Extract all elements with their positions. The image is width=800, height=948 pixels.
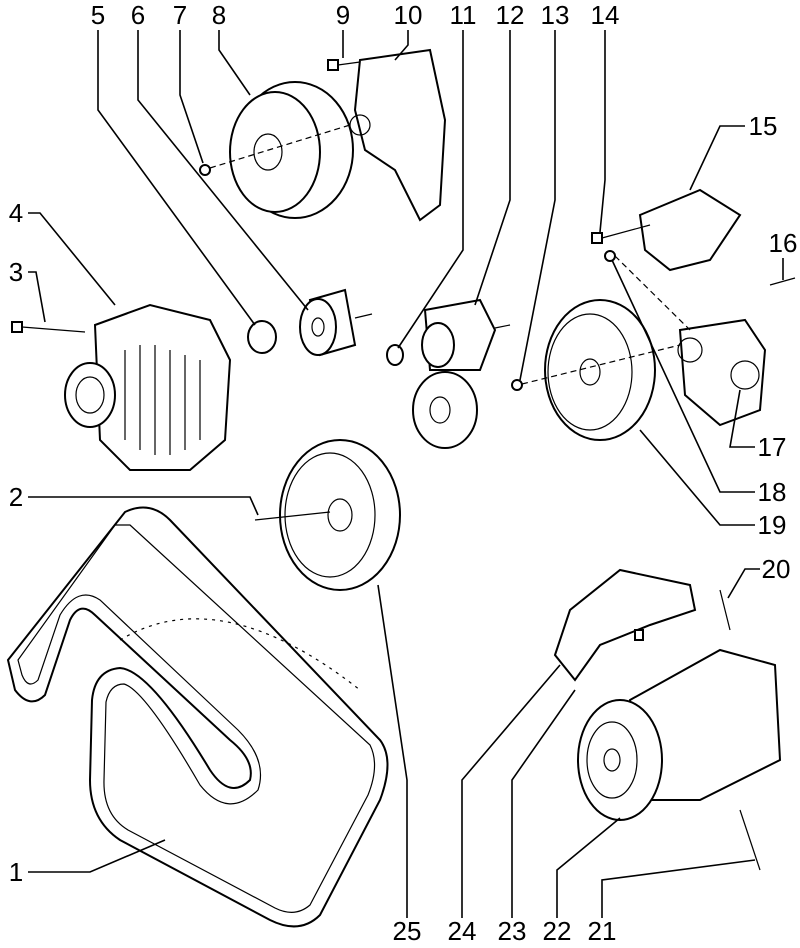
callout-9: 9 [336, 0, 350, 30]
seal-ring [247, 320, 277, 354]
callout-8: 8 [212, 0, 226, 30]
callout-5: 5 [91, 0, 105, 30]
callout-14: 14 [591, 0, 620, 30]
callout-12: 12 [496, 0, 525, 30]
steering-pump-bracket [591, 188, 742, 272]
bolt-3 [11, 321, 86, 333]
callout-23: 23 [498, 916, 527, 946]
callout-21: 21 [588, 916, 617, 946]
sleeve-23 [634, 629, 644, 641]
callout-19: 19 [758, 510, 787, 540]
callout-2: 2 [9, 482, 23, 512]
compressor-bracket [553, 568, 731, 682]
cap-11 [386, 344, 404, 366]
bolt-9 [327, 59, 339, 71]
bolt-14 [591, 232, 603, 244]
callout-22: 22 [543, 916, 572, 946]
bolt-20 [719, 589, 731, 631]
callout-17: 17 [758, 432, 787, 462]
callout-20: 20 [762, 554, 791, 584]
bolt-13 [511, 379, 523, 391]
belt-tensioner [386, 298, 511, 449]
bolt-7 [199, 164, 211, 176]
callout-7: 7 [173, 0, 187, 30]
bolt-18 [604, 250, 616, 262]
crankshaft-vibration-damper [254, 439, 401, 591]
callout-16: 16 [769, 228, 798, 258]
callout-13: 13 [541, 0, 570, 30]
bolt-16 [769, 277, 796, 286]
power-steering-pump [604, 250, 796, 427]
callout-25: 25 [393, 916, 422, 946]
callout-15: 15 [749, 111, 778, 141]
callout-labels: 5 6 7 8 9 10 11 12 13 14 15 16 3 4 2 17 … [9, 0, 798, 946]
callout-3: 3 [9, 257, 23, 287]
callout-24: 24 [448, 916, 477, 946]
coolant-pump-pulley [199, 81, 354, 219]
callout-10: 10 [394, 0, 423, 30]
leader-lines [28, 30, 784, 918]
ribbed-belt [6, 506, 389, 928]
callout-18: 18 [758, 477, 787, 507]
callout-1: 1 [9, 857, 23, 887]
callout-11: 11 [450, 0, 477, 30]
ac-compressor [577, 648, 782, 871]
callout-4: 4 [9, 198, 23, 228]
idler-pulley [299, 288, 373, 357]
callout-6: 6 [131, 0, 145, 30]
coolant-pump [327, 48, 447, 222]
alternator [64, 303, 232, 471]
bolt-2 [254, 511, 331, 521]
power-steering-pulley [511, 299, 681, 441]
bolt-21 [739, 809, 761, 871]
